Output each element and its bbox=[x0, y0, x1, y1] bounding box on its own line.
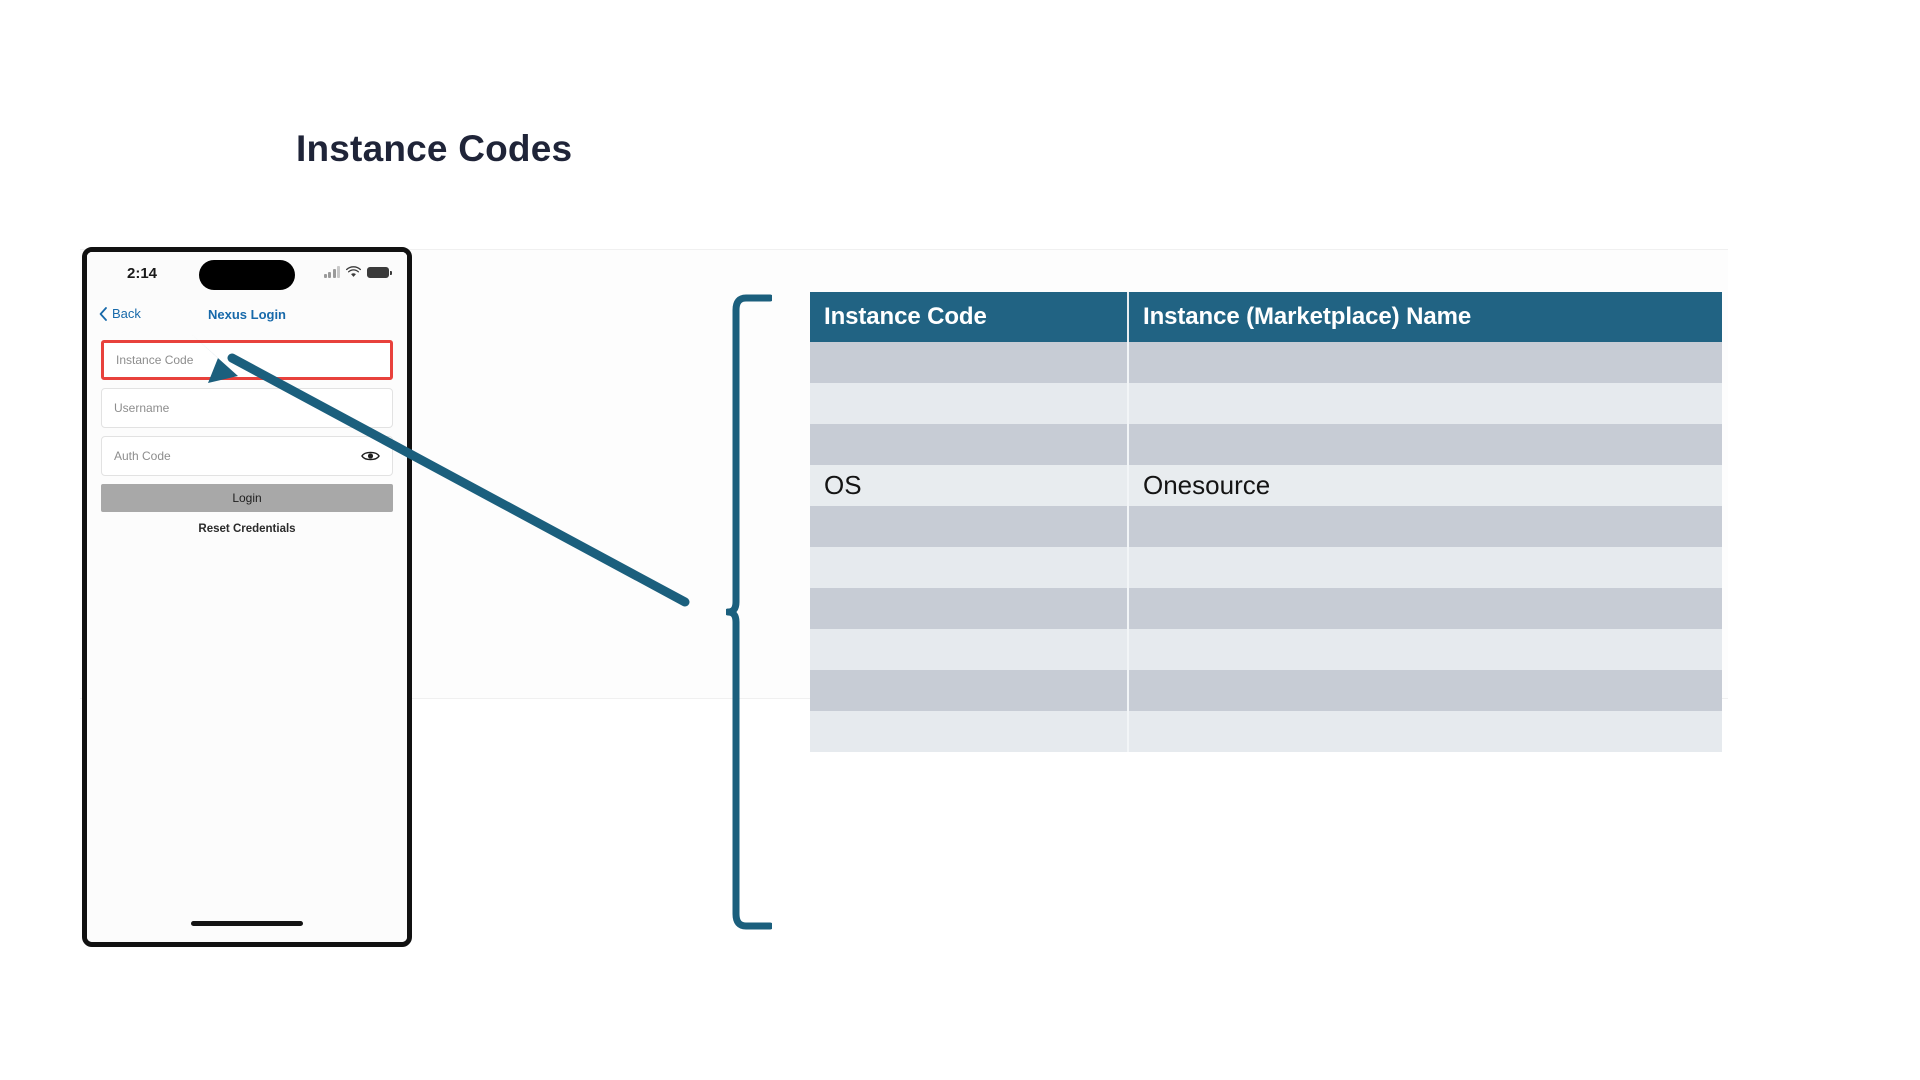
phone-mockup: 2:14 bbox=[82, 247, 412, 947]
instance-code-table: Instance Code Instance (Marketplace) Nam… bbox=[810, 292, 1722, 752]
status-bar-icons bbox=[323, 266, 392, 278]
cell-instance-code bbox=[810, 629, 1129, 670]
table-row[interactable] bbox=[810, 342, 1722, 383]
instance-code-input[interactable]: Instance Code bbox=[101, 340, 393, 380]
table-row[interactable]: OS Onesource bbox=[810, 465, 1722, 506]
cell-instance-name bbox=[1128, 588, 1722, 629]
table-header-row: Instance Code Instance (Marketplace) Nam… bbox=[810, 292, 1722, 342]
login-button[interactable]: Login bbox=[101, 484, 393, 512]
phone-screen: 2:14 bbox=[87, 252, 407, 942]
cell-instance-name bbox=[1128, 342, 1722, 383]
phone-status-bar: 2:14 bbox=[87, 252, 407, 300]
auth-code-placeholder: Auth Code bbox=[114, 449, 171, 463]
nav-title: Nexus Login bbox=[207, 307, 287, 322]
cell-instance-name bbox=[1128, 547, 1722, 588]
reset-credentials-label: Reset Credentials bbox=[198, 523, 296, 535]
eye-icon[interactable] bbox=[361, 450, 380, 463]
cell-instance-name bbox=[1128, 711, 1722, 752]
table-row[interactable] bbox=[810, 711, 1722, 752]
status-bar-time: 2:14 bbox=[127, 265, 158, 282]
chevron-left-icon bbox=[99, 306, 107, 321]
table-row[interactable] bbox=[810, 588, 1722, 629]
cell-instance-code bbox=[810, 342, 1129, 383]
signal-icon bbox=[323, 266, 340, 278]
table-row[interactable] bbox=[810, 547, 1722, 588]
table-header-instance-name: Instance (Marketplace) Name bbox=[1128, 292, 1722, 342]
cell-instance-name: Onesource bbox=[1128, 465, 1722, 506]
cell-instance-name bbox=[1128, 383, 1722, 424]
table-row[interactable] bbox=[810, 383, 1722, 424]
table-row[interactable] bbox=[810, 629, 1722, 670]
table-row[interactable] bbox=[810, 506, 1722, 547]
cell-instance-code bbox=[810, 670, 1129, 711]
cell-instance-code: OS bbox=[810, 465, 1129, 506]
cell-instance-code bbox=[810, 424, 1129, 465]
dynamic-island bbox=[199, 260, 295, 290]
table-body: OS Onesource bbox=[810, 342, 1722, 752]
cell-instance-code bbox=[810, 588, 1129, 629]
login-button-label: Login bbox=[232, 491, 262, 505]
cell-instance-code bbox=[810, 383, 1129, 424]
cell-instance-name bbox=[1128, 629, 1722, 670]
table-header-instance-code: Instance Code bbox=[810, 292, 1129, 342]
table-row[interactable] bbox=[810, 424, 1722, 465]
table-row[interactable] bbox=[810, 670, 1722, 711]
reset-credentials-link[interactable]: Reset Credentials bbox=[101, 523, 393, 535]
cell-instance-name bbox=[1128, 424, 1722, 465]
phone-nav-bar: Back Nexus Login bbox=[87, 300, 407, 336]
cell-instance-name bbox=[1128, 506, 1722, 547]
back-button-label: Back bbox=[112, 306, 141, 321]
back-button[interactable]: Back bbox=[99, 306, 141, 321]
login-form: Instance Code Username Auth Code Login bbox=[87, 336, 407, 535]
battery-icon bbox=[367, 266, 392, 278]
home-indicator bbox=[191, 921, 303, 926]
cell-instance-code bbox=[810, 711, 1129, 752]
cell-instance-code bbox=[810, 547, 1129, 588]
username-input[interactable]: Username bbox=[101, 388, 393, 428]
auth-code-input[interactable]: Auth Code bbox=[101, 436, 393, 476]
cell-instance-name bbox=[1128, 670, 1722, 711]
cell-instance-code bbox=[810, 506, 1129, 547]
instance-code-placeholder: Instance Code bbox=[116, 353, 194, 367]
username-placeholder: Username bbox=[114, 401, 170, 415]
wifi-icon bbox=[346, 266, 361, 277]
page-title: Instance Codes bbox=[296, 128, 573, 169]
